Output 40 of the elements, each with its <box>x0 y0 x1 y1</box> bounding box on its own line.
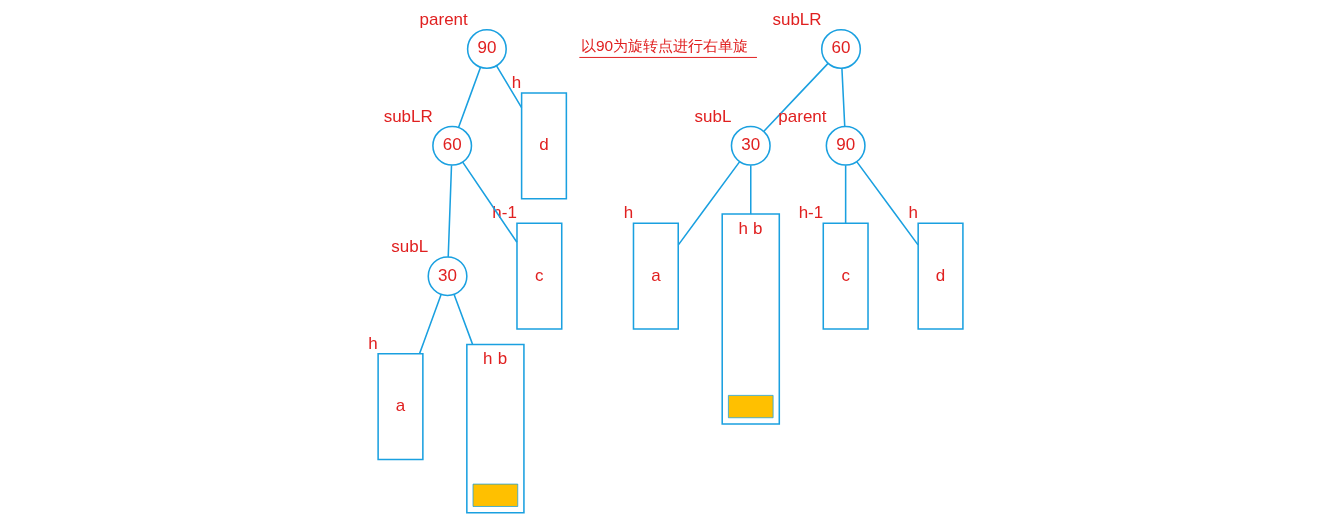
connector <box>762 62 829 133</box>
connector <box>749 164 751 215</box>
node-circle: 30 <box>427 256 468 297</box>
node-circle: 90 <box>466 28 507 70</box>
node-label: h <box>482 349 492 369</box>
node-label: h <box>367 333 378 353</box>
node-label: h <box>737 218 748 238</box>
node-circle: 90 <box>825 125 866 166</box>
node-box: d <box>916 222 964 330</box>
node-label: h-1 <box>798 203 823 223</box>
node-label: subLR <box>772 9 822 29</box>
node-label: subLR <box>383 106 433 126</box>
connector <box>452 293 473 346</box>
node-circle: 60 <box>820 28 861 70</box>
connector <box>457 66 481 129</box>
node-circle: 60 <box>431 125 472 166</box>
connector <box>446 164 452 258</box>
connector <box>677 160 740 246</box>
label: 以90为旋转点进行右单旋 <box>580 37 748 55</box>
node-box: c <box>515 222 562 330</box>
node-label: h <box>623 203 633 223</box>
node-label: parent <box>777 106 826 126</box>
connector <box>844 164 846 224</box>
node-circle: 30 <box>730 125 771 166</box>
node-box: d <box>520 92 567 200</box>
node-label: h <box>907 203 918 223</box>
node-bar <box>472 483 518 507</box>
node-label: h <box>511 73 521 93</box>
node-box: a <box>376 352 424 461</box>
node-box: a <box>632 222 679 330</box>
node-bar <box>727 395 773 419</box>
node-label: subL <box>390 236 428 256</box>
connector <box>495 65 522 109</box>
connector <box>418 293 442 355</box>
node-box: c <box>822 222 869 330</box>
connector <box>840 67 845 128</box>
node-label: parent <box>419 9 468 29</box>
connector <box>461 161 518 243</box>
connector <box>855 160 919 246</box>
node-label: subL <box>694 106 731 126</box>
